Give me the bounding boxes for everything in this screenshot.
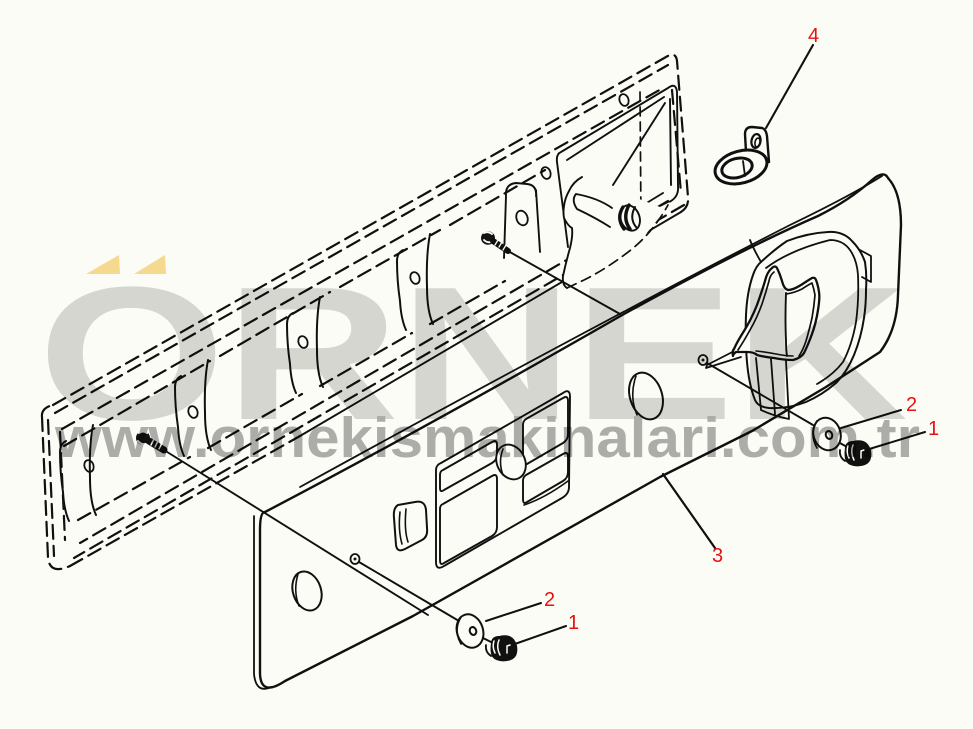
svg-text:ORNEK: ORNEK [38,248,908,460]
svg-text:2: 2 [544,589,555,611]
svg-text:1: 1 [928,418,939,440]
svg-text:3: 3 [712,545,723,567]
svg-text:www.ornekismakinalari.com.tr: www.ornekismakinalari.com.tr [54,406,920,470]
svg-text:1: 1 [568,612,579,634]
svg-text:4: 4 [808,25,819,47]
svg-text:2: 2 [906,394,917,416]
